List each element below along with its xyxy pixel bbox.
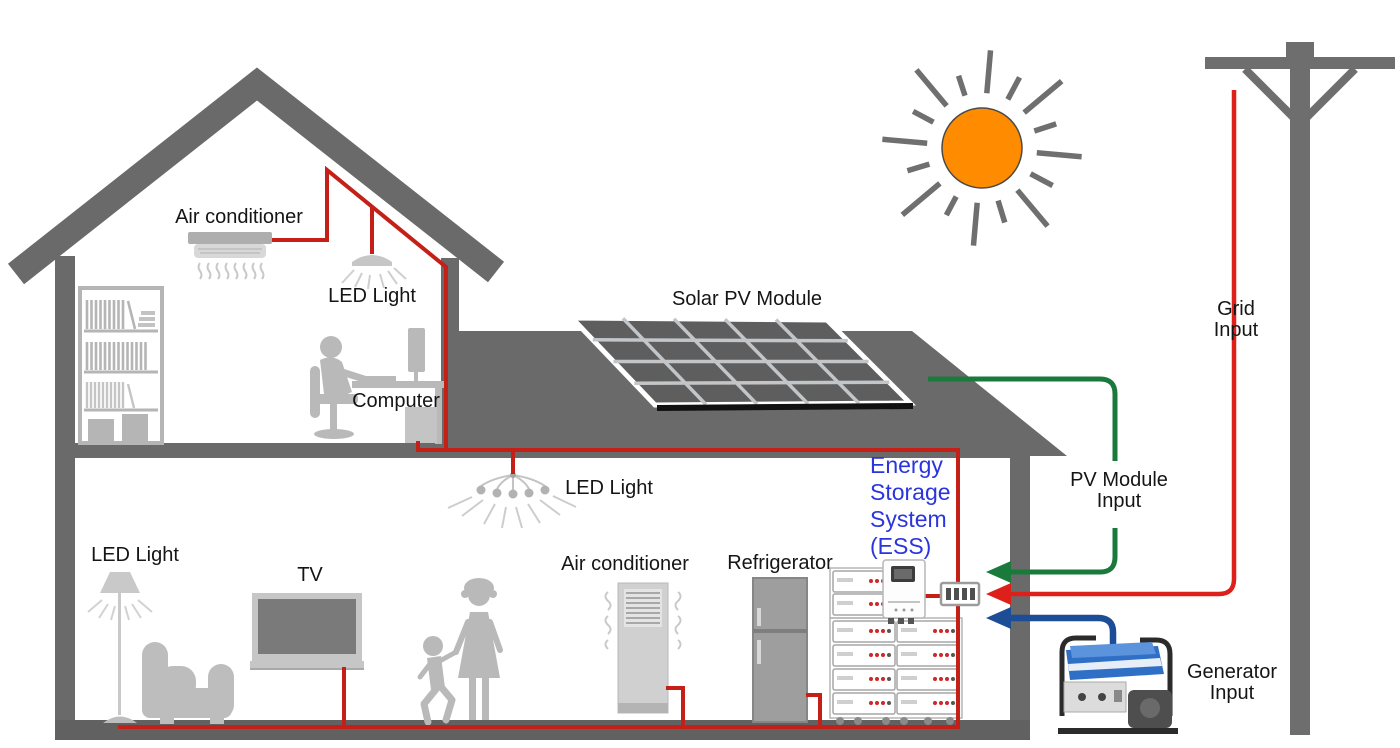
monitor (408, 328, 425, 372)
lower-air-conditioner-label: Air conditioner (561, 553, 689, 575)
fridge-drop-wire (806, 693, 822, 727)
energy-storage-system-label: Energy Storage System (ESS) (870, 452, 951, 559)
generator-input-label: Generator Input (1186, 661, 1278, 704)
keyboard (366, 376, 396, 381)
generator-input-arrow (986, 607, 1011, 629)
pv-input-wire (928, 376, 1118, 575)
tv-label: TV (297, 564, 323, 586)
pv-input-arrow (986, 561, 1011, 583)
floor-air-conditioner-icon (604, 582, 682, 714)
attic-load-wire (272, 165, 448, 452)
desk (352, 381, 444, 388)
armchair-icon (142, 642, 234, 724)
refrigerator-icon (752, 577, 808, 723)
inverter-icon (882, 559, 926, 624)
generator-input-wire (1009, 614, 1117, 646)
load-wiring (118, 165, 960, 729)
person-at-desk (320, 336, 342, 358)
pv-module-input-label: PV Module Input (1070, 469, 1168, 512)
main-load-loop-wire (118, 441, 960, 729)
ceiling-led-light-label: LED Light (565, 477, 653, 499)
grid-input-wire (1009, 90, 1237, 597)
computer-label: Computer (352, 390, 440, 412)
utility-pole-icon (1205, 42, 1395, 735)
attic-led-light-icon (341, 255, 407, 290)
floor-lamp-icon (87, 572, 153, 723)
left-wall (55, 256, 75, 740)
tv-icon (250, 593, 364, 670)
grid-input-label: Grid Input (1213, 298, 1259, 341)
gable-roof (7, 67, 505, 285)
generator-icon (1058, 635, 1178, 734)
computer-tower (405, 407, 437, 443)
solar-panel-icon (566, 315, 916, 411)
solar-pv-module-label: Solar PV Module (671, 288, 823, 310)
grid-input-arrow (986, 583, 1011, 605)
terminal-connector-icon (939, 581, 981, 607)
sun-icon (882, 50, 1082, 246)
office-chair (310, 366, 320, 418)
floor-led-light-label: LED Light (91, 544, 179, 566)
bookshelf-icon (78, 286, 164, 445)
family-icon (417, 578, 503, 726)
attic-led-light-label: LED Light (328, 285, 416, 307)
computer-workstation-icon (310, 328, 444, 444)
refrigerator-label: Refrigerator (727, 552, 833, 574)
ac-drop-wire (666, 686, 685, 727)
wall-air-conditioner-icon (188, 232, 272, 280)
attic-air-conditioner-label: Air conditioner (175, 206, 303, 228)
